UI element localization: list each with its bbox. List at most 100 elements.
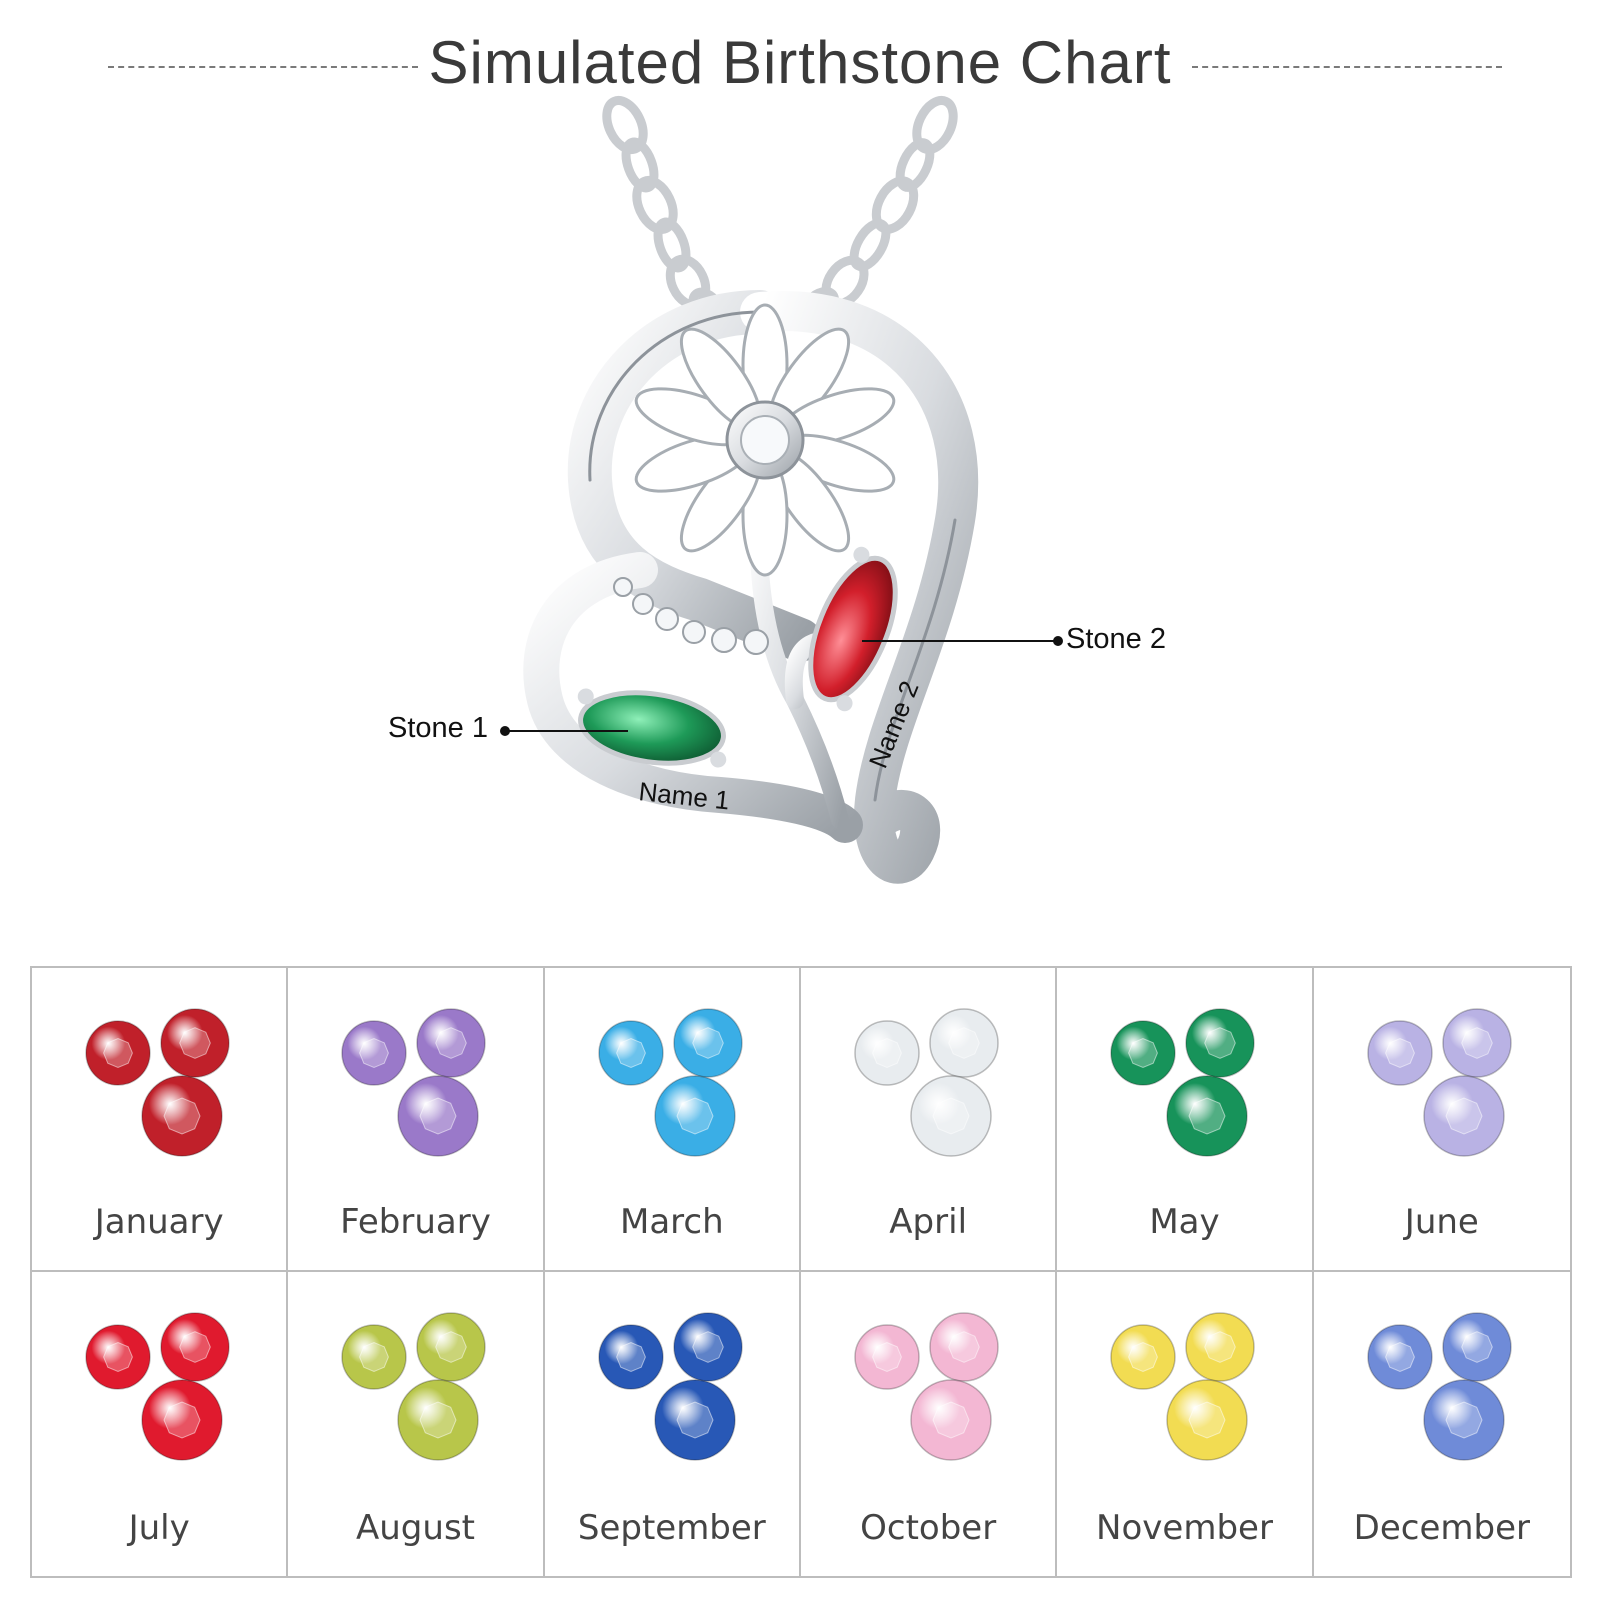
birthstone-cell-march: March [544,968,801,1272]
stone-1 [577,688,727,768]
gem-facet [163,1097,201,1135]
gem-facet [1188,1097,1226,1135]
birthstone-cell-november: November [1057,1272,1314,1576]
gem-facet [1445,1401,1483,1439]
gem-facet [1460,1027,1493,1059]
gem-facet [691,1331,724,1363]
gem-stone [929,1312,999,1382]
gem-stone [397,1379,480,1461]
gem-cluster [1110,1312,1256,1461]
gem-cluster [1366,1312,1512,1461]
gem-stone [141,1379,223,1461]
gem-stone [85,1020,151,1086]
birthstone-cell-july: July [32,1272,289,1576]
gem-facet [948,1331,980,1363]
gem-cluster [341,1008,487,1157]
gem-stone [910,1379,992,1461]
callout-lines [500,636,1063,736]
gem-stone [1166,1075,1249,1157]
gem-facet [435,1027,468,1059]
birthstone-cell-january: January [32,968,289,1272]
birthstone-cell-december: December [1314,1272,1570,1576]
gem-facet [419,1401,457,1439]
gem-stone [672,1008,743,1078]
gem-stone [1441,1008,1512,1078]
pave-stones [613,577,769,655]
gem-stone [141,1075,223,1157]
gem-stone [1110,1324,1177,1390]
gem-stone [854,1020,920,1086]
heart-frame [523,290,979,884]
gem-stone [160,1312,230,1382]
birthstone-cell-april: April [801,968,1058,1272]
engraving-name-2: Name 2 [863,677,925,773]
gem-stone [854,1324,920,1390]
gem-stone [341,1324,408,1390]
gem-stone [1366,1020,1433,1086]
gem-cluster [341,1312,487,1461]
gem-stone [1185,1312,1256,1382]
gem-stone [1366,1324,1433,1390]
gem-stone [1422,1075,1505,1157]
gem-facet [676,1401,714,1439]
gem-facet [435,1331,468,1363]
stone-2-label: Stone 2 [1066,623,1166,655]
gem-stone [1441,1312,1512,1382]
title-row: Simulated Birthstone Chart [0,22,1600,112]
gem-facet [1445,1097,1483,1135]
title-rule-right [1192,66,1502,68]
month-label: April [889,1202,968,1242]
gem-cluster [1366,1008,1512,1157]
flower [634,303,896,577]
gem-facet [1128,1038,1159,1068]
gem-stone [653,1379,736,1461]
gem-stone [929,1008,999,1078]
gem-facet [1204,1331,1237,1363]
gem-facet [359,1038,390,1068]
month-label: February [340,1202,491,1242]
birthstone-cell-september: September [545,1272,801,1576]
gem-facet [419,1097,457,1135]
gem-facet [1460,1331,1493,1363]
page-title: Simulated Birthstone Chart [428,29,1172,96]
gem-facet [948,1027,980,1059]
stone-1-label: Stone 1 [388,712,488,744]
gem-facet [359,1342,390,1372]
gem-stone [597,1324,664,1390]
month-label: January [94,1202,224,1242]
gem-facet [103,1342,133,1372]
gem-facet [676,1097,714,1135]
gem-facet [1128,1342,1159,1372]
birthstone-cell-october: October [801,1272,1058,1576]
gem-stone [597,1020,664,1086]
gem-stone [1110,1020,1177,1086]
birthstone-cell-february: February [288,968,545,1272]
title-rule-left [108,66,418,68]
month-label: September [577,1508,766,1548]
gem-facet [1204,1027,1237,1059]
gem-facet [615,1038,646,1068]
month-label: December [1353,1508,1530,1548]
gem-stone [416,1008,487,1078]
gem-facet [615,1342,646,1372]
gem-cluster [85,1008,230,1157]
gem-cluster [854,1312,999,1461]
month-label: May [1149,1202,1220,1242]
gem-facet [872,1038,902,1068]
gem-facet [163,1401,201,1439]
gem-facet [179,1027,211,1059]
gem-cluster [854,1008,999,1157]
gem-stone [160,1008,230,1078]
pendant-illustration: Name 1 Name 2 [500,95,1063,884]
gem-cluster [85,1312,230,1461]
birthstone-cell-june: June [1313,968,1570,1272]
gem-cluster [1110,1008,1256,1157]
gem-stone [672,1312,743,1382]
month-label: June [1404,1202,1479,1242]
gem-cluster [597,1312,743,1461]
gem-stone [416,1312,487,1382]
gem-stone [1185,1008,1256,1078]
month-label: October [860,1508,997,1548]
gem-facet [691,1027,724,1059]
